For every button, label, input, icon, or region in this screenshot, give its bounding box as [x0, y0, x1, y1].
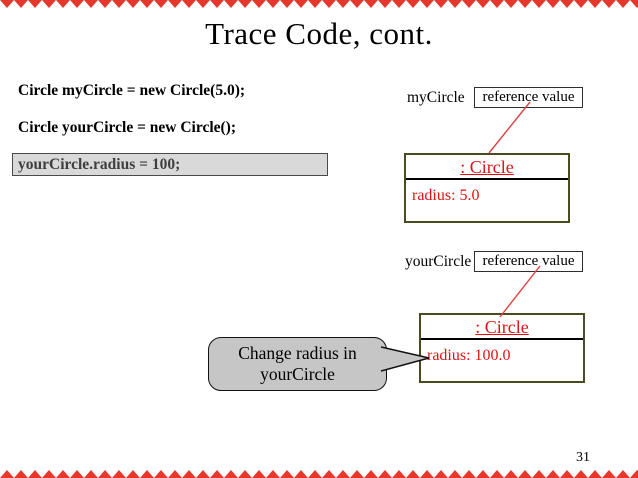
code-statement-mycircle: Circle myCircle = new Circle(5.0);	[18, 82, 246, 99]
yourcircle-radius-field: radius: 100.0	[427, 347, 511, 364]
code-statement-highlighted: yourCircle.radius = 100;	[12, 153, 328, 176]
top-sawtooth-border	[0, 0, 638, 8]
mycircle-class-label: : Circle	[406, 155, 568, 180]
yourcircle-reference-arrow	[499, 265, 541, 318]
callout-line2: yourCircle	[260, 364, 335, 384]
mycircle-reference-arrow	[488, 101, 531, 154]
bottom-sawtooth-border	[0, 470, 638, 478]
slide-title: Trace Code, cont.	[205, 16, 433, 51]
yourcircle-class-label: : Circle	[421, 315, 583, 340]
callout-line1: Change radius in	[238, 342, 357, 363]
yourcircle-object-box: : Circle radius: 100.0	[419, 313, 585, 383]
yourcircle-variable-label: yourCircle	[405, 253, 472, 270]
yourcircle-reference-value-box: reference value	[474, 251, 583, 272]
mycircle-radius-field: radius: 5.0	[412, 187, 480, 204]
code-statement-yourcircle: Circle yourCircle = new Circle();	[18, 119, 237, 136]
mycircle-object-box: : Circle radius: 5.0	[404, 153, 570, 223]
page-number: 31	[576, 450, 590, 465]
mycircle-variable-label: myCircle	[407, 89, 465, 106]
callout-bubble: Change radius in yourCircle	[208, 337, 387, 391]
mycircle-reference-value-box: reference value	[474, 87, 583, 108]
